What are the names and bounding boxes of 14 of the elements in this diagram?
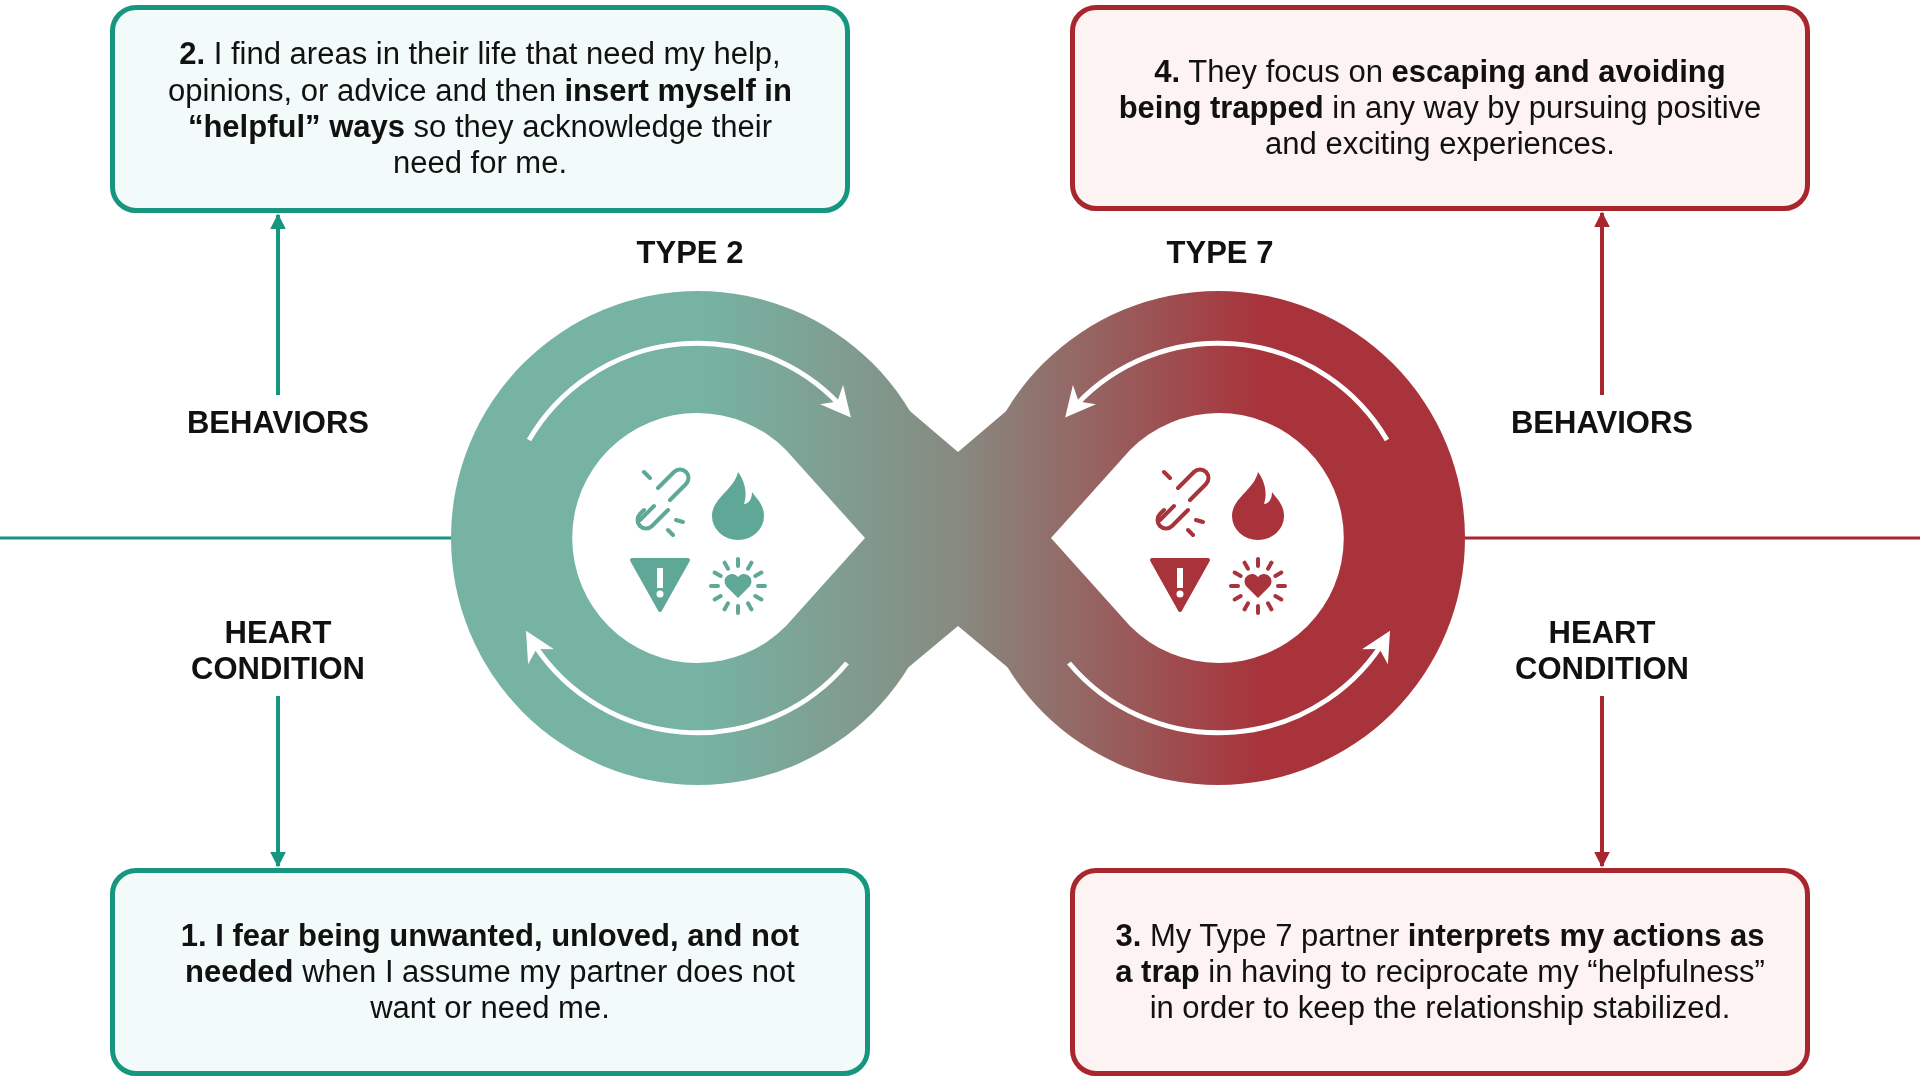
description-card: 1. I fear being unwanted, unloved, and not needed when I assume my partner does not want or need me.	[110, 868, 870, 1076]
arrow	[1594, 211, 1610, 395]
arrow	[270, 696, 286, 868]
type-heading: TYPE 7	[1165, 235, 1275, 271]
section-label: BEHAVIORS	[1472, 405, 1732, 441]
arrow	[270, 213, 286, 395]
description-card: 4. They focus on escaping and avoiding being trapped in any way by pursuing positive and exciting experiences.	[1070, 5, 1810, 211]
section-label: BEHAVIORS	[148, 405, 408, 441]
section-label: HEART CONDITION	[148, 615, 408, 687]
description-card: 3. My Type 7 partner interprets my actions as a trap in having to reciprocate my “helpfulness” in order to keep the relationship stabilized.	[1070, 868, 1810, 1076]
description-card: 2. I find areas in their life that need my help, opinions, or advice and then insert myself in “helpful” ways so they acknowledge their need for me.	[110, 5, 850, 213]
section-label: HEART CONDITION	[1472, 615, 1732, 687]
type-heading: TYPE 2	[635, 235, 745, 271]
arrow	[1594, 696, 1610, 868]
